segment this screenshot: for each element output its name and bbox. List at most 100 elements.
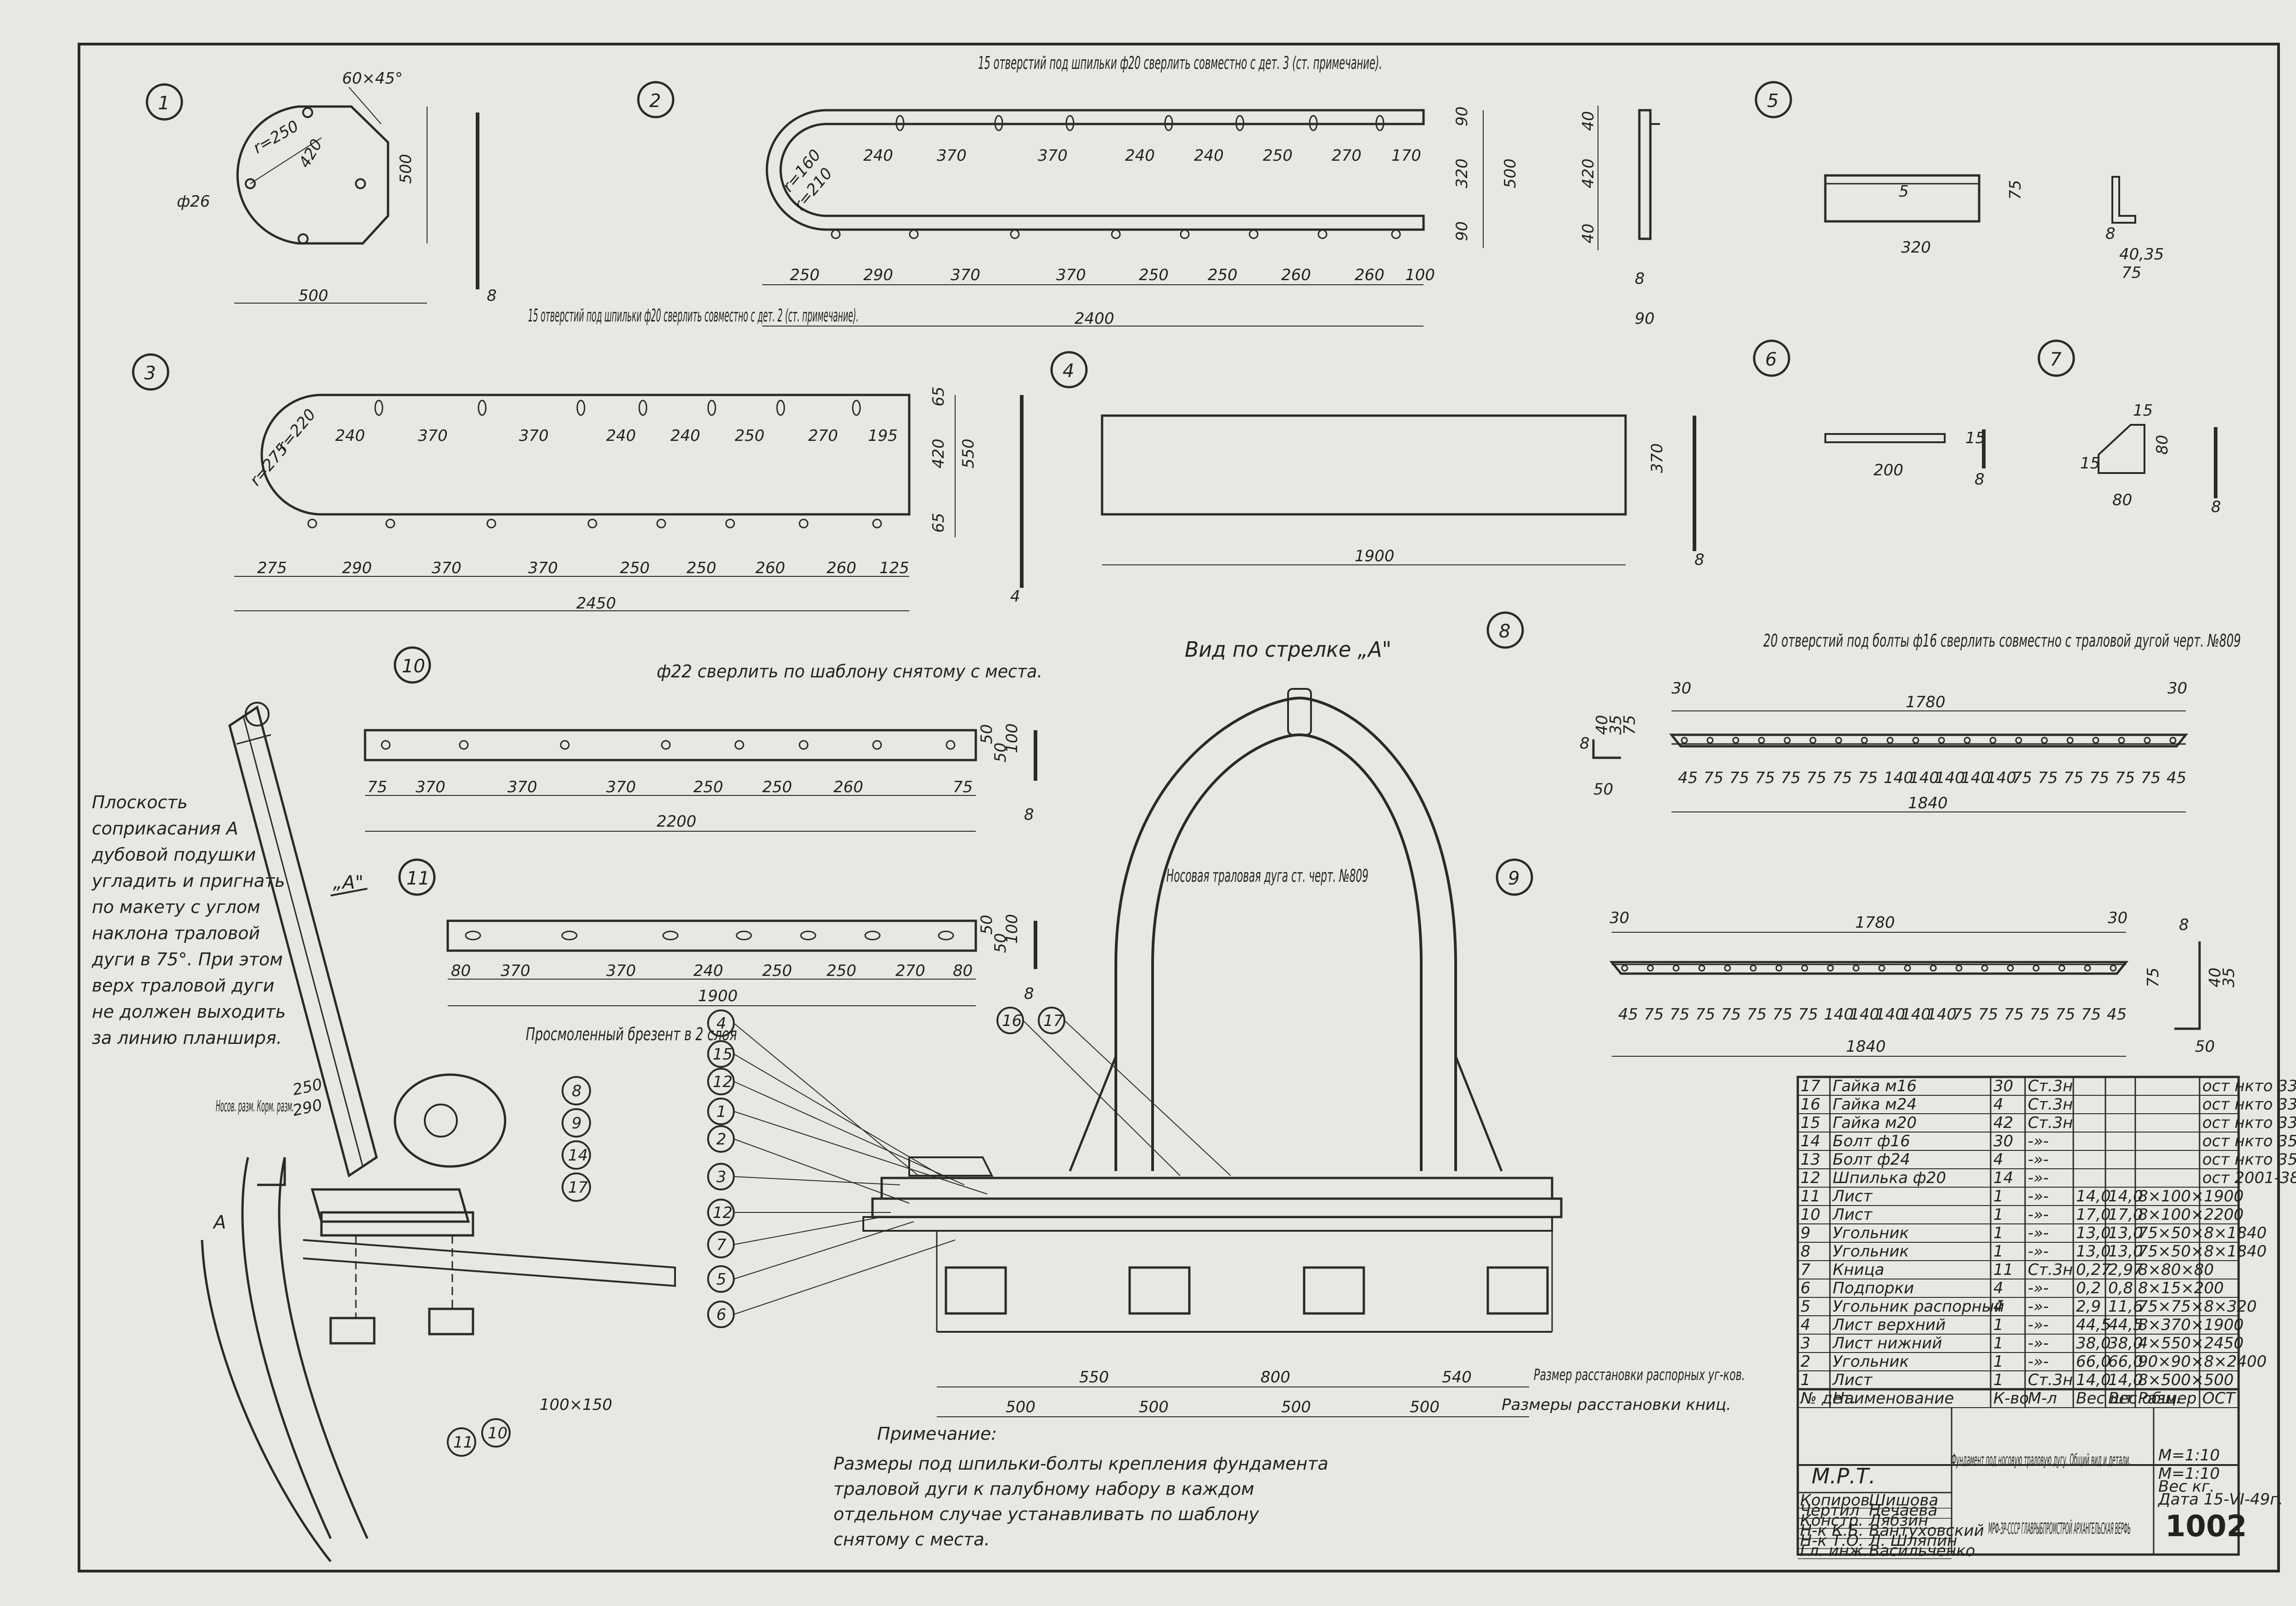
bolt-hole bbox=[1989, 737, 1997, 744]
dim: 140 bbox=[1961, 769, 1991, 787]
dim: 75 bbox=[1747, 1005, 1767, 1024]
remark-line: снятому с места. bbox=[833, 1529, 990, 1550]
dim: 800 bbox=[1261, 1368, 1290, 1386]
dim: 15 bbox=[2133, 401, 2153, 420]
dim: 100 bbox=[1405, 266, 1435, 284]
scale-block: Вес кг. bbox=[2158, 1477, 2215, 1496]
drawing-frame bbox=[78, 43, 2280, 1572]
leader-line bbox=[733, 1217, 882, 1245]
part2-bottom-dims: 250 290 370 370 250 250 260 260 100 bbox=[790, 266, 1435, 284]
bom-header: № дет. bbox=[1800, 1389, 1856, 1408]
bom-cell: 14,0 bbox=[2076, 1187, 2111, 1206]
remark-line: Размеры под шпильки-болты крепления фунд… bbox=[833, 1454, 1328, 1474]
stamp-role: Гл. инж. bbox=[1800, 1542, 1868, 1560]
bom-cell: 4 bbox=[1993, 1279, 2003, 1297]
callout-circle bbox=[562, 1140, 591, 1170]
dim: 140 bbox=[1935, 769, 1965, 787]
bom-cell: 2,97 bbox=[2108, 1261, 2143, 1279]
bolt-hole bbox=[1784, 737, 1791, 744]
dim-total: 2450 bbox=[576, 594, 616, 613]
part-num-8: 8 bbox=[1499, 621, 1510, 642]
bom-header: Наименование bbox=[1833, 1389, 1954, 1408]
bom-cell: -»- bbox=[2028, 1169, 2049, 1187]
dim-total: 2400 bbox=[1075, 310, 1114, 328]
bom-cell: -»- bbox=[2028, 1279, 2049, 1297]
dim: 30 bbox=[2167, 679, 2187, 698]
dim: 75 bbox=[1721, 1005, 1741, 1024]
dim: 500 bbox=[1006, 1398, 1035, 1416]
dim: 8 bbox=[1024, 806, 1034, 824]
dim-420: 420 bbox=[295, 136, 326, 171]
bom-cell: Лист bbox=[1832, 1187, 1873, 1206]
dim-total: 1840 bbox=[1908, 794, 1948, 812]
dim: 420 bbox=[1579, 158, 1598, 188]
dim: 45 bbox=[1618, 1005, 1638, 1024]
bom-cell: 8×15×200 bbox=[2138, 1279, 2224, 1297]
dim: 250 bbox=[762, 778, 792, 796]
bom-cell: -»- bbox=[2028, 1297, 2049, 1316]
bolt-hole bbox=[1672, 964, 1680, 972]
scale: М=1:10 bbox=[2158, 1446, 2220, 1465]
dim: 140 bbox=[1850, 1005, 1880, 1024]
dim: 40 bbox=[1593, 715, 1611, 735]
leader-line bbox=[733, 1081, 965, 1185]
bom-cell: Угольник bbox=[1833, 1242, 1909, 1261]
bom-cell: 17,0 bbox=[2108, 1206, 2143, 1224]
dim: 540 bbox=[1442, 1368, 1472, 1386]
bolt-hole bbox=[1912, 737, 1919, 744]
dim: 8 bbox=[2179, 916, 2189, 934]
dim: 65 bbox=[929, 387, 948, 406]
callout-num: 12 bbox=[713, 1073, 732, 1091]
dim: 250 bbox=[693, 778, 723, 796]
dim: 75 bbox=[2012, 769, 2032, 787]
part-5: 5 40 420 40 8 90 5 320 75 8 40,35 75 bbox=[1579, 81, 2164, 328]
bolt-hole bbox=[2066, 737, 2074, 744]
bolt-hole bbox=[1955, 964, 1963, 972]
dim: 75 bbox=[1978, 1005, 1998, 1024]
dim: 140 bbox=[1909, 769, 1939, 787]
bolt-hole bbox=[1724, 964, 1731, 972]
bom-cell: -»- bbox=[2028, 1334, 2049, 1352]
bolt-hole bbox=[1852, 964, 1860, 972]
bom-cell: -»- bbox=[2028, 1224, 2049, 1242]
dim: 40 bbox=[1579, 111, 1598, 131]
dim: 290 bbox=[863, 266, 893, 284]
dim: 275 bbox=[257, 559, 287, 577]
side-note-line: дубовой подушки bbox=[91, 845, 256, 865]
dim: 250 bbox=[1208, 266, 1238, 284]
bom-header: М-л bbox=[2028, 1389, 2057, 1408]
dim-note-2: Размеры расстановки книц. bbox=[1502, 1396, 1731, 1414]
bom-cell: 1 bbox=[1993, 1242, 2003, 1261]
bom-cell: Подпорки bbox=[1833, 1279, 1914, 1297]
bolt-hole bbox=[1930, 964, 1937, 972]
dim-total: 1900 bbox=[698, 987, 738, 1005]
bolt-hole bbox=[2144, 737, 2151, 744]
dim: 75 bbox=[2122, 264, 2141, 282]
part-3: 3 15 отверстий под шпильки ф20 сверлить … bbox=[132, 305, 1024, 613]
bom-cell: 66,0 bbox=[2108, 1352, 2143, 1371]
dim: 8 bbox=[2211, 498, 2221, 516]
dim: 50 bbox=[991, 743, 1010, 762]
part-num-1: 1 bbox=[158, 93, 169, 114]
dim: 75 bbox=[2030, 1005, 2049, 1024]
bom-cell: 44,5 bbox=[2076, 1316, 2111, 1334]
dim: 260 bbox=[827, 559, 856, 577]
dim: 75 bbox=[1781, 769, 1801, 787]
stamp-role: Констр. bbox=[1800, 1511, 1863, 1530]
dim: 370 bbox=[1648, 443, 1666, 473]
bom-cell: 2,9 bbox=[2076, 1297, 2101, 1316]
bolt-hole bbox=[1775, 964, 1783, 972]
bom-cell: 13,0 bbox=[2108, 1242, 2143, 1261]
dim: 140 bbox=[1901, 1005, 1931, 1024]
bom-cell: 16 bbox=[1801, 1095, 1820, 1114]
dim: 250 bbox=[735, 427, 765, 445]
dim: 75 bbox=[1644, 1005, 1664, 1024]
stamp-name: Нечаева bbox=[1869, 1501, 1937, 1520]
dim: 30 bbox=[1671, 679, 1691, 698]
dim: 75 bbox=[1704, 769, 1723, 787]
bom-cell: 1 bbox=[1993, 1206, 2003, 1224]
dim: 75 bbox=[2006, 180, 2025, 200]
part-10: 10 ф22 сверлить по шаблону снятому с мес… bbox=[364, 646, 1042, 832]
dim: 420 bbox=[929, 439, 948, 468]
